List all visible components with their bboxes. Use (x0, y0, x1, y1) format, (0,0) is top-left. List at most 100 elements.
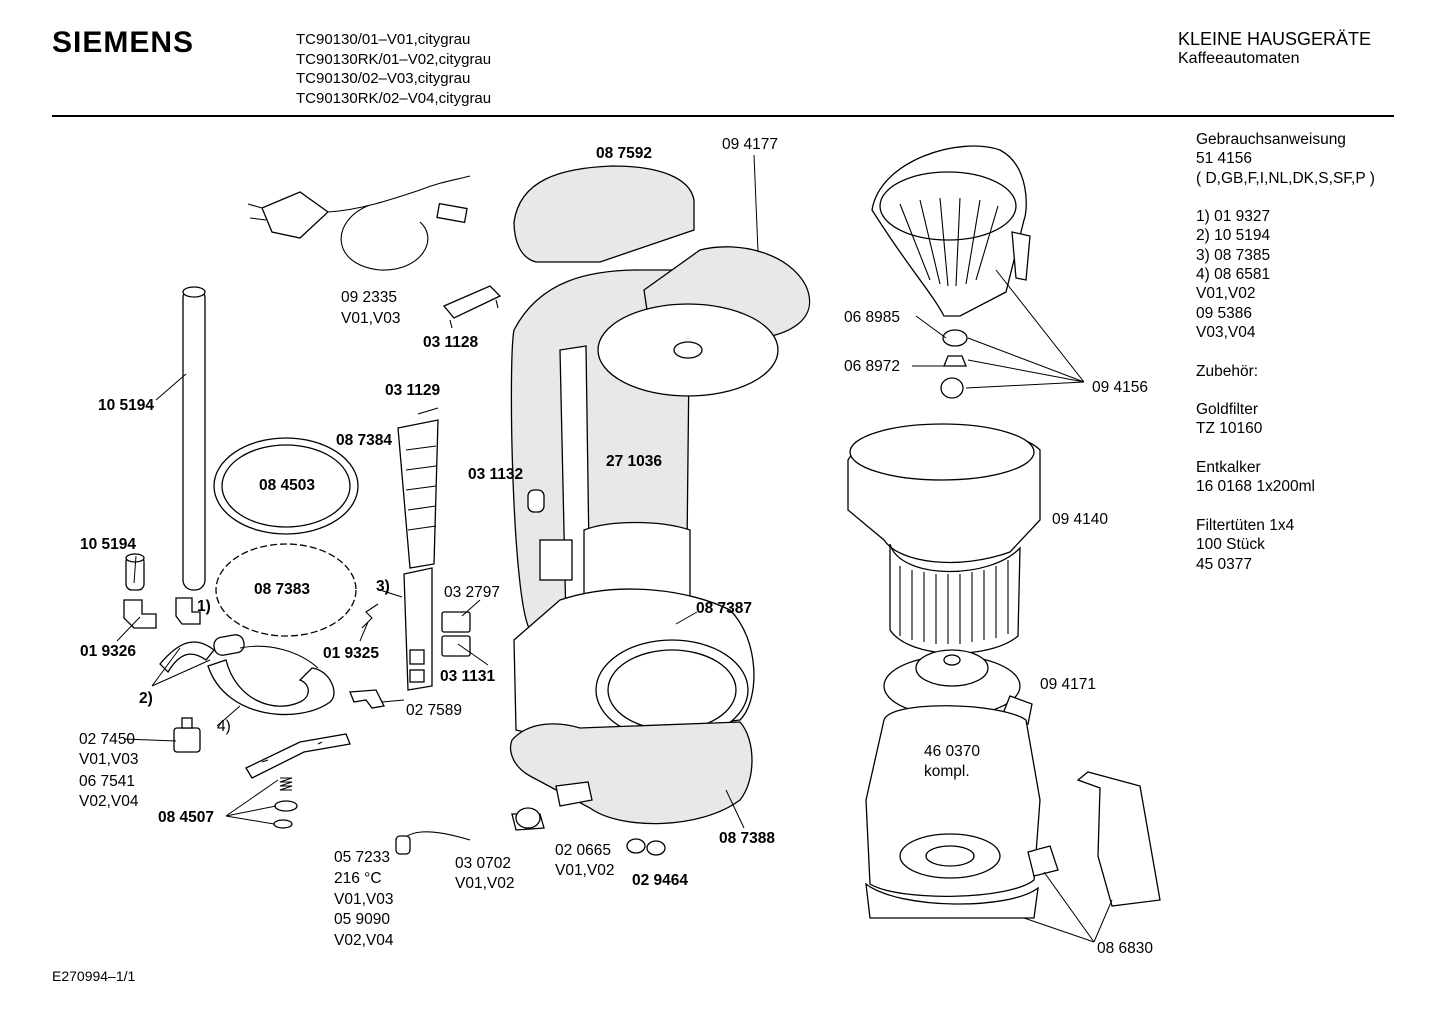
filter-cone-drawing (871, 145, 1031, 317)
part-label: 09 4177 (722, 136, 778, 153)
note-line: 1) 01 9327 (1196, 208, 1271, 226)
part-label: 05 7233 (334, 849, 390, 866)
note-line: Zubehör: (1196, 362, 1259, 380)
part-label: 08 7383 (254, 581, 310, 598)
note-line: 100 Stück (1196, 536, 1265, 554)
note-line: 3) 08 7385 (1196, 246, 1271, 264)
part-label: 02 7450 (79, 731, 135, 748)
filter-holder-drawing (847, 423, 1041, 654)
hose-drawing (159, 634, 245, 674)
part-label: 10 5194 (80, 536, 136, 553)
riser-tube-drawing (397, 419, 439, 569)
thermostat-drawing (173, 717, 201, 753)
part-label: V01,V03 (334, 891, 393, 908)
part-label: 03 1129 (385, 382, 441, 399)
category-main: KLEINE HAUSGERÄTE (1178, 29, 1372, 49)
part-label: V01,V02 (455, 875, 514, 892)
model-line: TC90130RK/01–V02,citygrau (296, 50, 492, 68)
power-cord-drawing (247, 175, 471, 271)
part-label: 06 8972 (844, 358, 900, 375)
note-line: Goldfilter (1196, 401, 1259, 419)
note-line: 51 4156 (1196, 150, 1253, 168)
elbow-connector-drawing (123, 597, 201, 629)
foot-drawing (626, 838, 666, 856)
filter-swing-drawing (597, 246, 811, 397)
part-label: 03 1131 (440, 668, 496, 685)
part-label: 09 4171 (1040, 676, 1096, 693)
note-line: Gebrauchsanweisung (1196, 131, 1346, 148)
part-label: V02,V04 (79, 793, 139, 810)
cable-clip-drawing (442, 285, 502, 329)
model-line: TC90130RK/02–V04,citygrau (296, 89, 492, 107)
clamp-spring-drawing (361, 603, 379, 629)
carafe-lid-drawing (883, 649, 1033, 725)
part-label: 08 7387 (696, 600, 752, 617)
heater-plate-drawing (215, 543, 357, 637)
note-line: Entkalker (1196, 459, 1261, 477)
part-label: 2) (139, 690, 153, 707)
retaining-clip-drawing (349, 689, 385, 709)
lid-drawing (513, 165, 695, 263)
part-label: 01 9325 (323, 645, 379, 662)
model-list: TC90130/01–V01,citygrau TC90130RK/01–V02… (296, 30, 491, 108)
part-label: 3) (376, 578, 390, 595)
part-label: 216 °C (334, 870, 382, 887)
carafe-handle-drawing (1027, 771, 1161, 907)
category-sub: Kaffeeautomaten (1178, 50, 1300, 67)
model-line: TC90130/01–V01,citygrau (296, 31, 471, 48)
header-divider (52, 115, 1394, 117)
spring-and-washers-drawing (273, 777, 298, 829)
note-line: 16 0168 1x200ml (1196, 478, 1315, 496)
part-label: 01 9326 (80, 643, 136, 660)
part-label: 08 7388 (719, 830, 775, 847)
model-line: TC90130/02–V03,citygrau (296, 70, 471, 87)
note-line: Filtertüten 1x4 (1196, 516, 1295, 534)
glass-carafe-drawing (865, 705, 1041, 919)
heating-element-drawing (207, 645, 335, 716)
sidebar-notes: Gebrauchsanweisung 51 4156 ( D,GB,F,I,NL… (1196, 130, 1375, 574)
part-label: V02,V04 (334, 932, 394, 949)
part-label: 03 1128 (423, 334, 479, 351)
part-label: 03 1132 (468, 466, 523, 483)
brand-logo: SIEMENS (52, 26, 195, 59)
part-label: V01,V03 (341, 310, 400, 327)
guide-pin-drawing (527, 489, 545, 513)
water-tube-drawing (182, 286, 206, 591)
note-line: ( D,GB,F,I,NL,DK,S,SF,P ) (1196, 169, 1375, 187)
mounting-bracket-drawing (245, 733, 351, 779)
fuse-drawing (395, 781, 593, 855)
part-label: 02 0665 (555, 842, 611, 859)
part-labels: 08 7592 09 4177 09 2335 V01,V03 03 1128 … (79, 136, 1153, 957)
part-label: 27 1036 (606, 453, 662, 470)
part-label: 08 7592 (596, 145, 652, 162)
part-label: V01,V02 (555, 862, 614, 879)
part-label: 08 7384 (336, 432, 392, 449)
part-label: 02 9464 (632, 872, 688, 889)
valve-drawing (940, 329, 968, 399)
note-line: V03,V04 (1196, 323, 1256, 341)
note-line: 45 0377 (1196, 555, 1253, 573)
note-line: V01,V02 (1196, 285, 1256, 303)
part-label: 08 4503 (259, 477, 315, 494)
product-category: KLEINE HAUSGERÄTE Kaffeeautomaten (1178, 30, 1371, 68)
part-label: 03 0702 (455, 855, 511, 872)
note-line: TZ 10160 (1196, 420, 1263, 438)
note-line: 2) 10 5194 (1196, 227, 1271, 245)
note-line: 09 5386 (1196, 304, 1253, 322)
switch-panel-drawing (403, 567, 433, 691)
part-label: 09 2335 (341, 289, 397, 306)
part-label: 10 5194 (98, 397, 154, 414)
document-code: E270994–1/1 (52, 968, 136, 984)
note-line: 4) 08 6581 (1196, 266, 1271, 284)
part-label: V01,V03 (79, 751, 138, 768)
gasket-ring-drawing (213, 437, 359, 535)
part-label: 4) (217, 718, 231, 735)
pin-drawing (417, 407, 439, 415)
switch-drawing (441, 611, 471, 657)
part-label: 06 8985 (844, 309, 900, 326)
part-label: 02 7589 (406, 702, 462, 719)
part-label: 05 9090 (334, 911, 390, 928)
part-label: 06 7541 (79, 773, 135, 790)
part-label: 1) (197, 598, 211, 615)
